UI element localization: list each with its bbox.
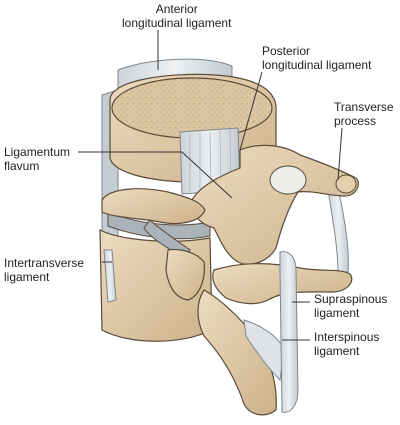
label-supraspinous-ligament: Supraspinous ligament <box>314 292 388 320</box>
supraspinous-ligament-shape <box>279 251 299 413</box>
interspinous-ligament-shape <box>243 319 285 382</box>
label-intertransverse-ligament: Intertransverse ligament <box>4 256 85 284</box>
intertransverse-band-right <box>327 187 349 273</box>
left-facet-processes <box>101 188 206 301</box>
label-ligamentum-flavum: Ligamentum flavum <box>4 145 71 173</box>
label-posterior-longitudinal-ligament: Posterior longitudinal ligament <box>262 44 372 72</box>
upper-vertebral-arch <box>191 144 359 265</box>
label-transverse-process: Transverse process <box>334 100 394 128</box>
leader-lines <box>78 30 343 341</box>
intervertebral-disc <box>107 211 211 240</box>
label-interspinous-ligament: Interspinous ligament <box>314 330 380 358</box>
intertransverse-ligament-shape <box>103 249 117 303</box>
label-anterior-longitudinal-ligament: Anterior longitudinal ligament <box>122 2 232 30</box>
